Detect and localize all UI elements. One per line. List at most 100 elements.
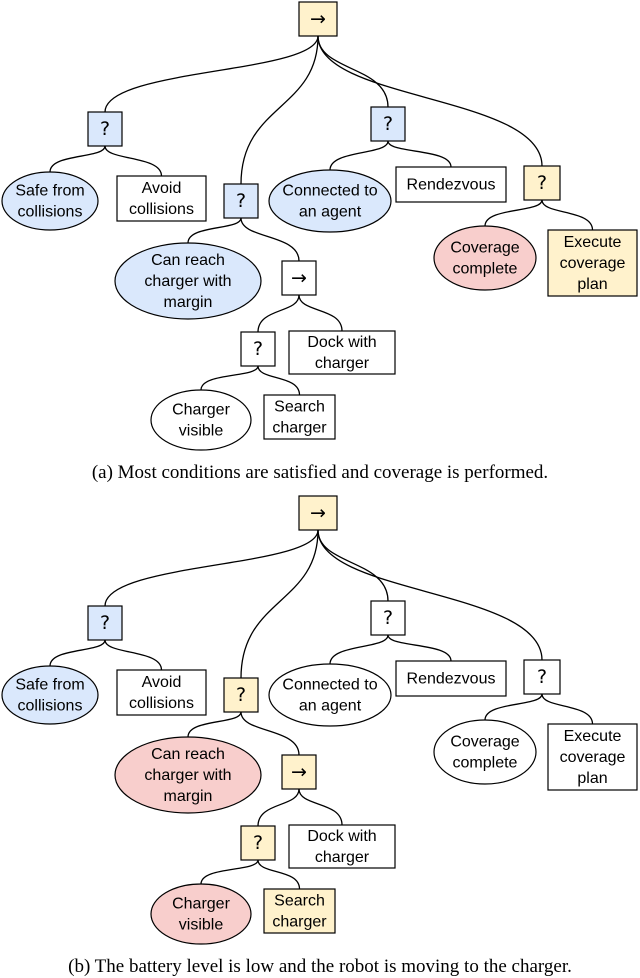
node-fb_charge: ? bbox=[223, 677, 259, 713]
fallback-node-box bbox=[370, 600, 406, 636]
condition-node-ellipse bbox=[433, 719, 537, 785]
fallback-node-box bbox=[240, 331, 276, 367]
edge-fb_charge-seq_dock bbox=[240, 711, 300, 756]
fallback-node-box bbox=[370, 106, 406, 142]
node-label: ? bbox=[383, 607, 393, 629]
node-label: ? bbox=[253, 338, 263, 360]
condition-node-ellipse bbox=[1, 665, 99, 725]
edge-fb_charge-canreach bbox=[187, 711, 242, 738]
node-label: ? bbox=[537, 172, 547, 194]
edge-fb_safe-avoid bbox=[104, 145, 163, 177]
edge-fb_safe-safe bbox=[49, 639, 106, 667]
edge-fb_vis-search bbox=[257, 859, 301, 890]
edge-fb_conn-rendezvous bbox=[387, 634, 452, 662]
edge-fb_cov-covcomplete bbox=[484, 199, 543, 227]
fallback-node-box bbox=[240, 825, 276, 861]
condition-node-ellipse bbox=[114, 736, 262, 814]
caption-a: (a) Most conditions are satisfied and co… bbox=[92, 462, 548, 483]
edge-fb_safe-avoid bbox=[104, 639, 163, 671]
node-fb_conn: ? bbox=[370, 600, 406, 636]
node-label: Rendezvous bbox=[407, 176, 496, 193]
edge-fb_vis-visible bbox=[200, 365, 259, 391]
edges bbox=[49, 35, 594, 396]
node-fb_conn: ? bbox=[370, 106, 406, 142]
edge-seq_dock-fb_vis bbox=[257, 788, 300, 827]
edges bbox=[49, 529, 594, 890]
action-node-box bbox=[263, 888, 336, 934]
edge-root-fb_safe bbox=[104, 529, 319, 607]
action-node-box bbox=[116, 175, 207, 222]
sequence-node-box bbox=[281, 754, 317, 790]
edge-root-fb_safe bbox=[104, 35, 319, 113]
fallback-node-box bbox=[87, 605, 123, 641]
action-node-box bbox=[116, 669, 207, 716]
fallback-node-box bbox=[87, 111, 123, 147]
action-node-box bbox=[547, 723, 638, 791]
node-label: ? bbox=[537, 666, 547, 688]
edge-fb_cov-execute bbox=[541, 693, 594, 725]
node-fb_vis: ? bbox=[240, 825, 276, 861]
node-label: ? bbox=[253, 832, 263, 854]
node-label: ? bbox=[236, 190, 246, 212]
edge-fb_charge-seq_dock bbox=[240, 217, 300, 262]
edge-seq_dock-dock bbox=[298, 294, 343, 332]
node-fb_safe: ? bbox=[87, 605, 123, 641]
edge-fb_safe-safe bbox=[49, 145, 106, 173]
node-root: → bbox=[298, 495, 338, 531]
node-label: → bbox=[310, 502, 326, 524]
node-label: ? bbox=[100, 118, 110, 140]
edge-fb_vis-search bbox=[257, 365, 301, 396]
node-rendezvous: Rendezvous bbox=[395, 166, 507, 203]
edge-seq_dock-fb_vis bbox=[257, 294, 300, 333]
edge-fb_cov-covcomplete bbox=[484, 693, 543, 721]
node-label: ? bbox=[236, 684, 246, 706]
fallback-node-box bbox=[223, 677, 259, 713]
node-fb_vis: ? bbox=[240, 331, 276, 367]
fallback-node-box bbox=[523, 165, 561, 201]
edge-fb_conn-connected bbox=[329, 634, 389, 665]
node-label: Rendezvous bbox=[407, 670, 496, 687]
node-rendezvous: Rendezvous bbox=[395, 660, 507, 697]
action-node-box bbox=[395, 166, 507, 203]
edge-root-fb_conn bbox=[317, 529, 389, 602]
node-root: → bbox=[298, 1, 338, 37]
edge-root-fb_conn bbox=[317, 35, 389, 108]
action-node-box bbox=[547, 229, 638, 297]
fallback-node-box bbox=[523, 659, 561, 695]
edge-seq_dock-dock bbox=[298, 788, 343, 826]
condition-node-ellipse bbox=[114, 242, 262, 320]
action-node-box bbox=[395, 660, 507, 697]
